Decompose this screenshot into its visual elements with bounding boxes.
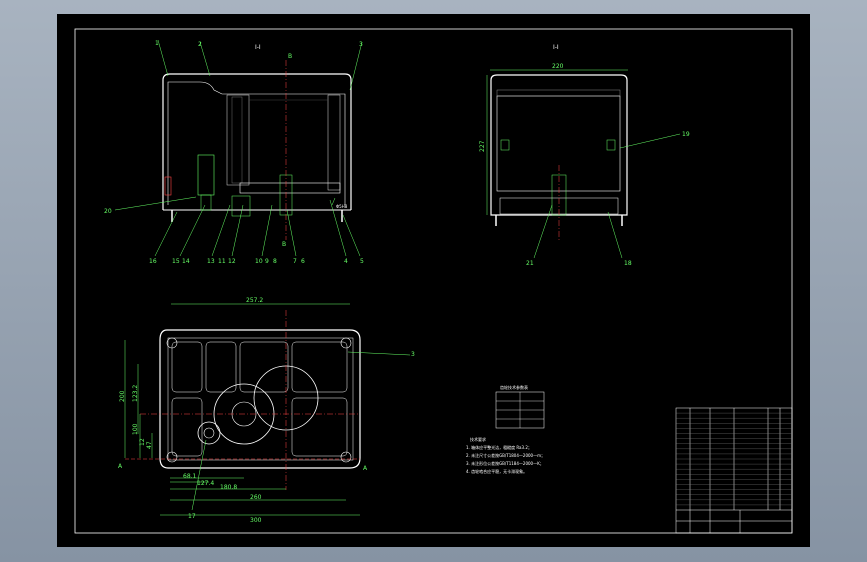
balloon-21: 21 <box>526 260 534 267</box>
section-mark-right: A <box>363 465 368 472</box>
balloon-19: 19 <box>682 131 690 138</box>
dim-plan-bottom-5: 127.4 <box>197 480 214 487</box>
section-mark-left: A <box>118 463 123 470</box>
balloon-11: 11 <box>218 258 226 265</box>
balloon-5: 5 <box>360 258 364 265</box>
table-title: 齿轮技术参数表 <box>500 384 528 390</box>
side-view-title: I-I <box>553 44 559 51</box>
dim-plan-left-1: 200 <box>119 390 126 402</box>
dim-plan-bottom-3: 180.8 <box>220 484 237 491</box>
dim-side-width: 220 <box>552 63 564 70</box>
dim-plan-bottom-2: 300 <box>250 517 262 524</box>
dim-plan-left-2: 123.2 <box>132 385 139 402</box>
front-view-title: I-I <box>255 44 261 51</box>
balloon-10: 10 <box>255 258 263 265</box>
balloon-15: 15 <box>172 258 180 265</box>
dim-plan-left-3: 100 <box>132 423 139 435</box>
callout-fit: Φ5H8 <box>336 204 348 209</box>
plan-view: 257.2 <box>118 297 415 524</box>
title-block <box>675 407 793 534</box>
gear-parameter-table: 齿轮技术参数表 <box>495 384 545 429</box>
front-section-view: I-I B <box>104 39 364 265</box>
tech-req-2: 2. 未注尺寸公差按GB/T1804—2000—m； <box>466 452 545 458</box>
parts-list-rows <box>676 412 792 506</box>
drawing-sheet <box>57 14 810 547</box>
callout-b-top: B <box>288 53 292 60</box>
dim-plan-top: 257.2 <box>246 297 263 304</box>
balloon-1: 1 <box>155 40 159 47</box>
dim-side-height: 227 <box>479 140 486 152</box>
tech-req-3: 3. 未注形位公差按GB/T1184—2000—K； <box>466 460 544 466</box>
balloon-12: 12 <box>228 258 236 265</box>
balloon-6: 6 <box>301 258 305 265</box>
side-section-view: I-I 220 227 19 21 18 <box>479 44 690 267</box>
balloon-13: 13 <box>207 258 215 265</box>
tech-req-title: 技术要求 <box>470 436 486 442</box>
balloon-16: 16 <box>149 258 157 265</box>
drawing-border <box>74 28 793 534</box>
balloon-14: 14 <box>182 258 190 265</box>
callout-b-bottom: B <box>282 241 286 248</box>
tech-req-1: 1. 箱体应平整光洁，粗糙度 Ra3.2； <box>466 444 532 450</box>
balloon-18: 18 <box>624 260 632 267</box>
balloon-4: 4 <box>344 258 348 265</box>
technical-requirements: 技术要求 1. 箱体应平整光洁，粗糙度 Ra3.2； 2. 未注尺寸公差按GB/… <box>466 436 545 474</box>
balloon-2: 2 <box>198 41 202 48</box>
dim-plan-bottom-4: 68.1 <box>183 473 197 480</box>
dim-plan-left-5: 12 <box>139 438 146 446</box>
balloon-3: 3 <box>359 41 363 48</box>
balloon-plan-17: 17 <box>188 513 196 520</box>
dim-plan-bottom-1: 260 <box>250 494 262 501</box>
balloon-plan-3: 3 <box>411 351 415 358</box>
balloon-9: 9 <box>265 258 269 265</box>
balloon-8: 8 <box>273 258 277 265</box>
balloon-20: 20 <box>104 208 112 215</box>
tech-req-4: 4. 齿轮啮合应平稳，无卡滞现象。 <box>466 468 527 474</box>
balloon-7: 7 <box>293 258 297 265</box>
dim-plan-left-4: 47 <box>146 441 153 449</box>
